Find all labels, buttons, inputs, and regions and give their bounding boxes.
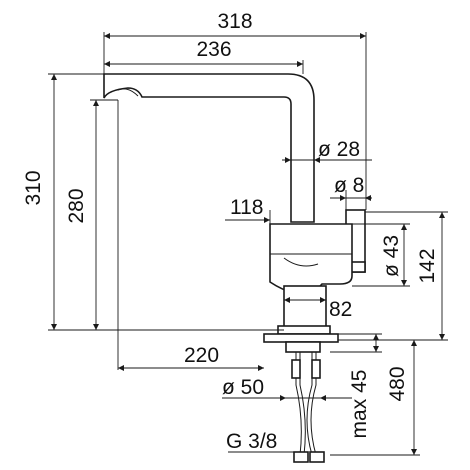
label-8: ø 8 <box>334 174 364 197</box>
label-g38: G 3/8 <box>226 430 277 453</box>
label-43: ø 43 <box>380 235 403 277</box>
label-310: 310 <box>22 170 45 205</box>
label-318: 318 <box>217 10 252 33</box>
hose-left <box>295 352 302 456</box>
connector-right <box>309 451 325 463</box>
faucet-body <box>269 223 353 295</box>
label-142: 142 <box>416 248 439 283</box>
base-column <box>283 285 327 329</box>
dimension-lines <box>48 32 448 456</box>
label-50: ø 50 <box>222 376 264 399</box>
mounting-plate <box>263 333 339 343</box>
label-236: 236 <box>196 38 231 61</box>
hose-right <box>306 352 313 456</box>
mounting-flange <box>277 325 331 335</box>
aerator-tip <box>117 88 139 97</box>
label-220: 220 <box>184 344 219 367</box>
hose-left-inner <box>299 352 306 456</box>
label-118: 118 <box>230 196 263 219</box>
label-480: 480 <box>386 366 409 401</box>
dimension-arrows <box>51 33 445 455</box>
faucet-outline <box>103 73 366 463</box>
hose-fitting-right <box>311 359 321 379</box>
label-max45: max 45 <box>348 370 371 439</box>
label-280: 280 <box>65 188 88 223</box>
spout <box>103 73 315 223</box>
label-28: ø 28 <box>318 138 360 161</box>
hose-fitting-left <box>291 359 301 379</box>
body-curve <box>283 257 319 267</box>
connector-left <box>293 451 309 463</box>
label-82: 82 <box>329 298 352 321</box>
hose-right-inner <box>310 352 317 456</box>
fixing-stud <box>285 341 321 353</box>
